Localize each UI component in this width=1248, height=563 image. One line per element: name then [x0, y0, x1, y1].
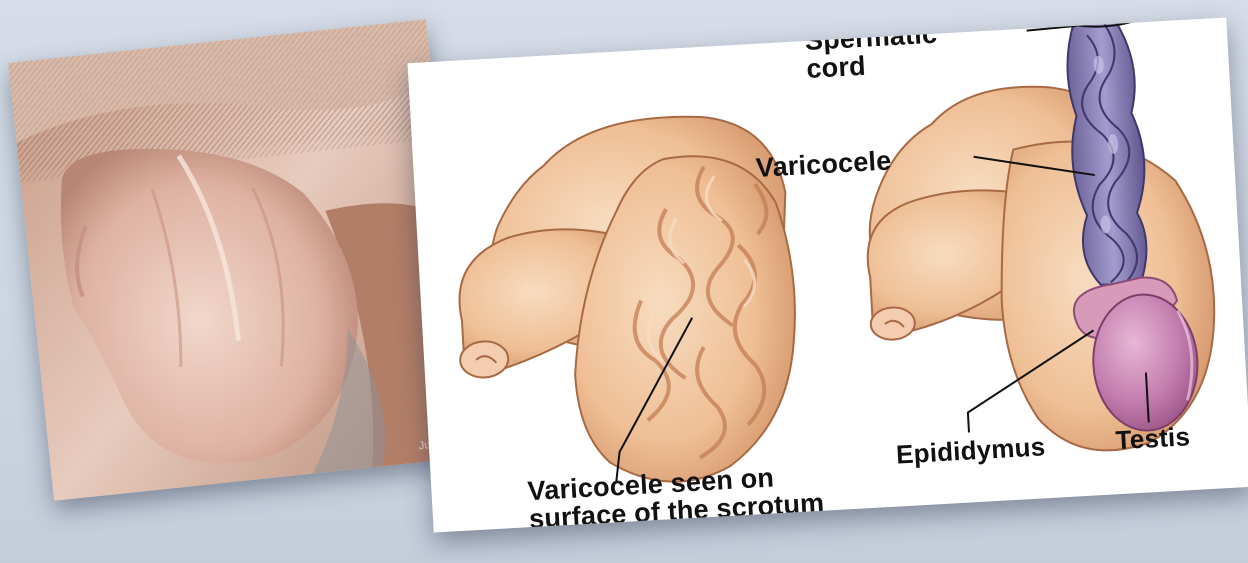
- left-anatomy-figure: [447, 111, 804, 494]
- label-testis: Testis: [1115, 423, 1191, 454]
- clinical-photo: June-2: [8, 19, 472, 500]
- label-spermatic-cord: Spermatic cord: [804, 20, 939, 84]
- right-anatomy-figure: [854, 17, 1222, 463]
- clinical-photo-drawing: [8, 19, 472, 500]
- varicocele-diagram: Spermatic cord Varicocele Epididymus Tes…: [408, 17, 1248, 532]
- diagram-drawing: [408, 17, 1248, 532]
